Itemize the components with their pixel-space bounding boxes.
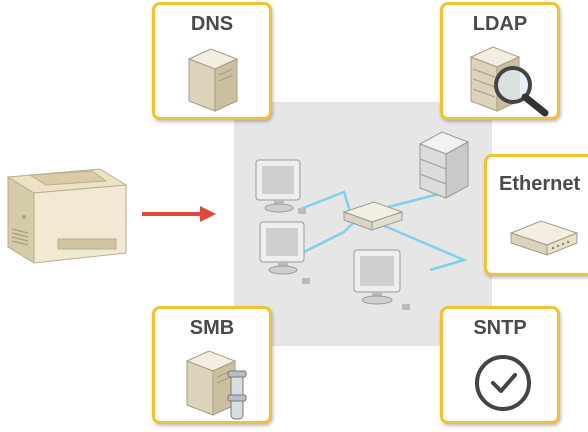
ethernet-label: Ethernet xyxy=(499,173,581,195)
network-diagram xyxy=(255,131,470,310)
arrow-icon xyxy=(142,206,216,222)
smb-label: SMB xyxy=(189,317,235,339)
sntp-label: SNTP xyxy=(473,317,527,339)
ldap-label: LDAP xyxy=(472,13,528,35)
ethernet-card[interactable]: Ethernet xyxy=(484,154,588,276)
monitor-icon xyxy=(255,159,301,213)
server-search-icon xyxy=(469,46,549,117)
hub-icon xyxy=(342,201,404,231)
sntp-card[interactable]: SNTP xyxy=(440,306,560,424)
smb-card[interactable]: SMB xyxy=(152,306,272,424)
server-icon xyxy=(187,48,239,112)
server-icon xyxy=(418,131,470,199)
ldap-card[interactable]: LDAP xyxy=(440,2,560,120)
dns-card[interactable]: DNS xyxy=(152,2,272,120)
server-pipe-icon xyxy=(185,350,247,420)
printer-icon xyxy=(6,168,128,264)
network-hub-icon xyxy=(509,220,579,256)
dns-label: DNS xyxy=(190,13,234,35)
clock-icon xyxy=(475,355,531,411)
monitor-icon xyxy=(259,221,305,275)
monitor-icon xyxy=(353,249,401,305)
